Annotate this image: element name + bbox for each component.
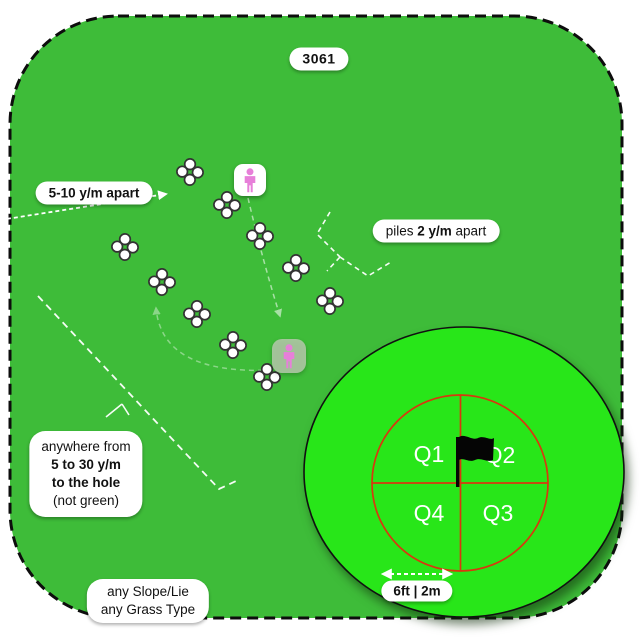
quadrant-label-q3: Q3 <box>483 500 514 526</box>
flag-banner <box>459 435 494 461</box>
conditions-note: any Slope/Lie any Grass Type <box>86 579 210 623</box>
row-spacing-label: 5-10 y/m apart <box>35 181 153 205</box>
quadrant-label-q4: Q4 <box>414 500 445 526</box>
hitting-zone-arrowhead <box>105 403 130 418</box>
pile-spacing-prefix: piles <box>385 223 414 239</box>
distance-note-line1: anywhere from <box>41 439 131 454</box>
distance-note: anywhere from 5 to 30 y/m to the hole (n… <box>29 431 143 517</box>
scale-label: 6ft | 2m <box>381 580 453 602</box>
pile-spacing-label: piles 2 y/m apart <box>372 219 500 243</box>
pile-spacing-value: 2 y/m <box>417 223 452 239</box>
conditions-line2: any Grass Type <box>100 602 196 617</box>
return-loop-path <box>152 306 273 372</box>
zoom-inset: Q1 Q2 Q4 Q3 <box>303 326 625 618</box>
pile-spacing-suffix: apart <box>455 223 487 239</box>
flag-pole <box>456 437 460 487</box>
distance-note-line3: to the hole <box>51 475 121 490</box>
target-golfer-icon <box>272 339 306 373</box>
conditions-line1: any Slope/Lie <box>107 584 189 599</box>
walk-path <box>247 197 282 318</box>
quadrant-label-q1: Q1 <box>414 441 445 467</box>
quadrant-target <box>371 394 549 572</box>
pile-spacing-bracket <box>315 211 392 277</box>
golfer-icon <box>234 164 266 196</box>
distance-note-line2: 5 to 30 y/m <box>51 457 121 472</box>
hitting-zone-path <box>37 295 237 491</box>
zoom-green-ellipse <box>303 326 625 618</box>
distance-note-line4: (not green) <box>52 493 120 508</box>
flag-icon <box>456 435 494 487</box>
drill-number-badge: 3061 <box>289 47 349 71</box>
